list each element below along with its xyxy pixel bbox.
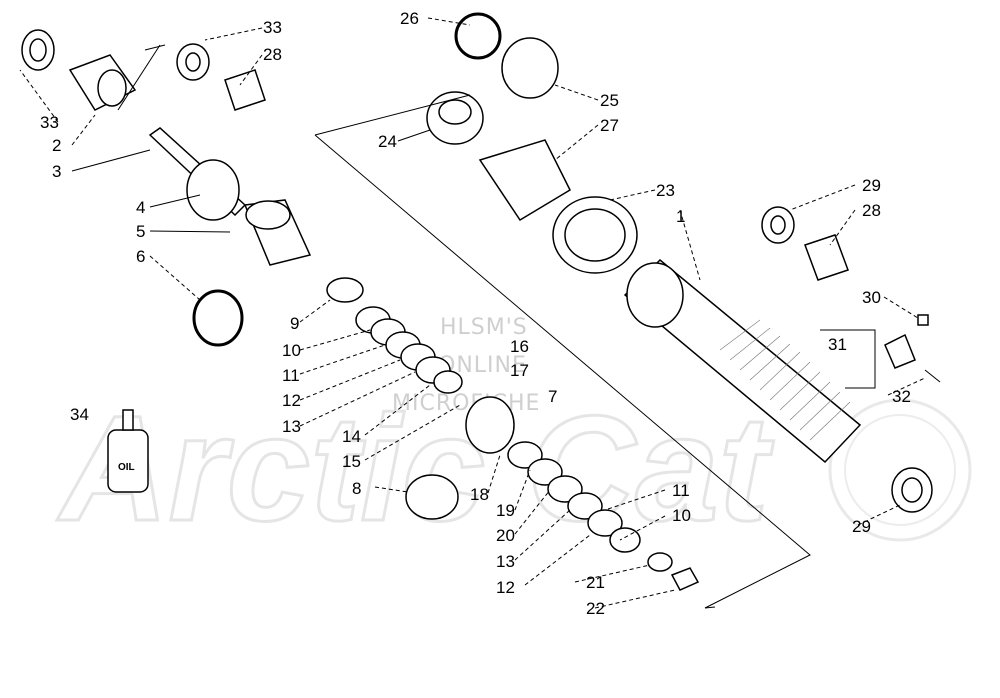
leader-lines <box>19 17 926 609</box>
callout-6: 6 <box>136 247 145 266</box>
callout-labels: 33 28 33 2 3 4 5 6 26 25 24 27 23 1 29 2… <box>40 9 911 618</box>
callout-28-right: 28 <box>862 201 881 220</box>
callout-24: 24 <box>378 132 397 151</box>
part-21-washer <box>647 552 673 572</box>
callout-20: 20 <box>496 526 515 545</box>
callout-5: 5 <box>136 222 145 241</box>
callout-10-lower: 10 <box>672 506 691 525</box>
callout-1: 1 <box>676 207 685 226</box>
callout-30: 30 <box>862 288 881 307</box>
part-22-nut <box>670 567 700 591</box>
part-8-sleeve <box>405 474 459 520</box>
callout-34: 34 <box>70 405 89 424</box>
callout-11-upper: 11 <box>282 366 300 385</box>
part-28-sleeve-right <box>804 234 849 281</box>
part-18-piston <box>465 396 515 454</box>
watermark-logo: Arctic Cat <box>55 383 972 554</box>
watermark-line3: MICROFICHE <box>392 391 540 416</box>
callout-16: 16 <box>510 337 529 356</box>
callout-2: 2 <box>52 136 61 155</box>
callout-29-top: 29 <box>862 176 881 195</box>
callout-18: 18 <box>470 485 489 504</box>
shim-stack <box>326 277 700 591</box>
callout-28-top: 28 <box>263 45 282 64</box>
callout-13-upper: 13 <box>282 417 301 436</box>
callout-15: 15 <box>342 452 361 471</box>
watermark-line1: HLSM'S <box>440 315 528 340</box>
assembly-bracket <box>314 94 811 609</box>
callout-8: 8 <box>352 479 361 498</box>
callout-33-top: 33 <box>263 18 282 37</box>
callout-13-lower: 13 <box>496 552 515 571</box>
callout-3: 3 <box>52 162 61 181</box>
watermark-brand: Arctic Cat <box>56 384 775 552</box>
part-25-cap <box>501 37 559 99</box>
part-28-sleeve <box>224 69 266 111</box>
shaft-assembly <box>21 29 312 347</box>
callout-29-bottom: 29 <box>852 517 871 536</box>
callout-4: 4 <box>136 198 145 217</box>
callout-11-lower: 11 <box>672 481 690 500</box>
callout-22: 22 <box>586 599 605 618</box>
callout-17: 17 <box>510 361 529 380</box>
part-31-valve <box>884 333 916 369</box>
callout-12-upper: 12 <box>282 391 301 410</box>
callout-33-left: 33 <box>40 113 59 132</box>
callout-7: 7 <box>548 387 557 406</box>
callout-9: 9 <box>290 314 299 333</box>
callout-31: 31 <box>828 335 847 354</box>
callout-26: 26 <box>400 9 419 28</box>
oil-label: OIL <box>118 462 135 473</box>
part-27-sleeve <box>478 139 571 222</box>
body-threads <box>719 319 851 441</box>
callout-27: 27 <box>600 116 619 135</box>
oil-bottle-icon: OIL <box>107 409 149 493</box>
part-30-cap <box>917 314 929 326</box>
part-4-bumper <box>186 159 240 221</box>
callout-21: 21 <box>586 573 605 592</box>
callout-10-upper: 10 <box>282 341 301 360</box>
part-6-o-ring <box>192 289 244 347</box>
callout-19: 19 <box>496 501 515 520</box>
callout-23: 23 <box>656 181 675 200</box>
callout-12-lower: 12 <box>496 578 515 597</box>
part-9-washer <box>326 277 364 303</box>
part-32-core <box>924 369 941 383</box>
callout-14: 14 <box>342 427 361 446</box>
callout-32: 32 <box>892 387 911 406</box>
part-26-o-ring <box>454 12 502 60</box>
callout-25: 25 <box>600 91 619 110</box>
